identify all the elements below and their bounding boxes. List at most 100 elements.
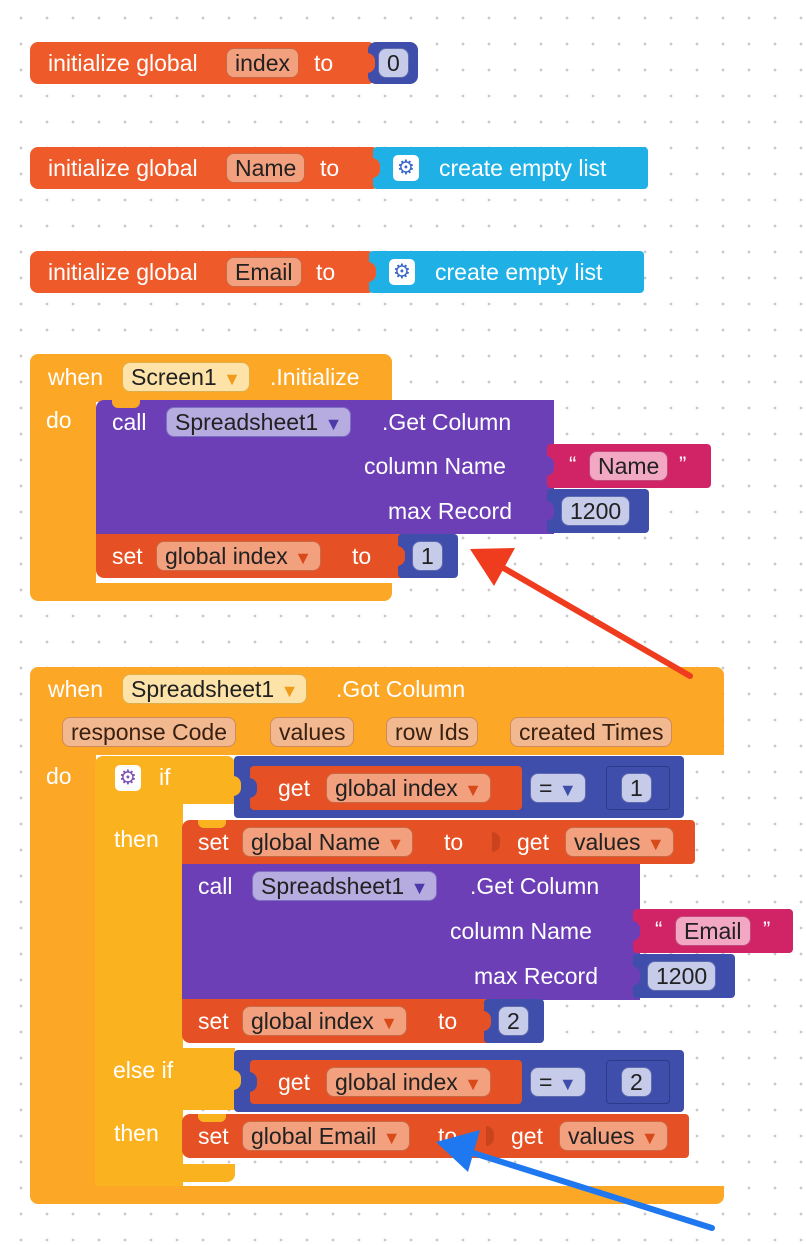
quote-close: ”: [763, 917, 771, 942]
if-block-elseif-row: [95, 1048, 235, 1110]
text-value[interactable]: Name: [589, 451, 669, 481]
set-global-email-block[interactable]: set global Email ▼ to: [182, 1114, 492, 1158]
number-block-0[interactable]: 0: [367, 42, 418, 84]
get-label: get: [278, 775, 310, 801]
init-label: initialize global: [48, 259, 198, 285]
socket-tab: [546, 456, 554, 476]
number-value[interactable]: 2: [498, 1006, 529, 1036]
max-record-label: max Record: [474, 963, 598, 989]
dropdown-triangle-icon: ▼: [640, 1128, 659, 1148]
number-value[interactable]: 1: [412, 541, 443, 571]
set-label: set: [198, 829, 229, 855]
block-notch: [198, 1114, 226, 1122]
operator-dropdown-equals[interactable]: = ▼: [530, 773, 586, 803]
get-global-index-block[interactable]: get global index ▼: [249, 766, 522, 810]
var-name-email[interactable]: Email: [226, 257, 302, 287]
set-global-index-block[interactable]: set global index ▼ to: [182, 999, 492, 1043]
event-name: .Got Column: [336, 676, 466, 702]
number-value[interactable]: 1200: [561, 496, 631, 526]
var-dropdown-values[interactable]: values ▼: [565, 827, 674, 857]
dropdown-triangle-icon: ▼: [380, 1013, 398, 1033]
create-empty-list-block[interactable]: ⚙ create empty list: [368, 251, 644, 293]
to-label: to: [316, 259, 336, 285]
gear-icon[interactable]: ⚙: [115, 765, 141, 791]
then-label: then: [114, 826, 159, 852]
dropdown-triangle-icon: ▼: [382, 1128, 401, 1148]
get-global-index-block[interactable]: get global index ▼: [249, 1060, 522, 1104]
dropdown-triangle-icon: ▼: [386, 834, 405, 854]
list-label: create empty list: [439, 155, 607, 181]
number-block-2[interactable]: 2: [483, 999, 544, 1043]
init-label: initialize global: [48, 50, 198, 76]
set-global-name-block[interactable]: set global Name ▼ to: [182, 820, 500, 864]
init-global-index-block[interactable]: initialize global index to: [30, 42, 376, 84]
number-block-1[interactable]: 1: [606, 766, 670, 810]
get-label: get: [517, 829, 549, 855]
var-name-index[interactable]: index: [226, 48, 299, 78]
get-label: get: [511, 1123, 543, 1149]
var-dropdown-global-index[interactable]: global index ▼: [242, 1006, 407, 1036]
gear-icon[interactable]: ⚙: [389, 259, 415, 285]
number-value[interactable]: 1200: [647, 961, 717, 991]
do-label: do: [46, 407, 72, 433]
get-values-block[interactable]: get values ▼: [486, 1114, 689, 1158]
var-dropdown-global-index[interactable]: global index ▼: [156, 541, 321, 571]
column-name-label: column Name: [364, 453, 506, 479]
param-response-code[interactable]: response Code: [62, 717, 236, 747]
var-name-name[interactable]: Name: [226, 153, 306, 183]
block-notch: [112, 400, 140, 408]
number-value[interactable]: 0: [378, 48, 409, 78]
var-dropdown-global-email[interactable]: global Email ▼: [242, 1121, 410, 1151]
column-name-label: column Name: [450, 918, 592, 944]
event-do-arm: do: [30, 753, 96, 1189]
dropdown-triangle-icon: ▼: [464, 780, 482, 800]
number-block-1200[interactable]: 1200: [632, 954, 735, 998]
socket-tab: [632, 966, 640, 986]
socket-tab: [632, 921, 640, 941]
dropdown-triangle-icon: ▼: [464, 1074, 482, 1094]
param-row-ids[interactable]: row Ids: [386, 717, 479, 747]
method-name: .Get Column: [470, 873, 600, 899]
operator-dropdown-equals[interactable]: = ▼: [530, 1067, 586, 1097]
event-header[interactable]: when Screen1 ▼ .Initialize: [30, 354, 392, 402]
set-global-index-block[interactable]: set global index ▼ to: [96, 534, 406, 578]
number-value[interactable]: 2: [621, 1067, 652, 1097]
when-label: when: [48, 676, 103, 702]
number-block-1200[interactable]: 1200: [546, 489, 649, 533]
component-dropdown-spreadsheet1[interactable]: Spreadsheet1 ▼: [166, 407, 352, 437]
get-values-block[interactable]: get values ▼: [492, 820, 695, 864]
var-dropdown-global-index[interactable]: global index ▼: [326, 773, 491, 803]
text-block-name[interactable]: “ Name ”: [546, 444, 711, 488]
init-global-name-block[interactable]: initialize global Name to: [30, 147, 380, 189]
dropdown-triangle-icon: ▼: [324, 414, 343, 434]
socket-tab: [546, 501, 554, 521]
call-get-column-block[interactable]: call Spreadsheet1 ▼ .Get Column column N…: [182, 864, 640, 1000]
do-label: do: [46, 763, 72, 789]
to-label: to: [438, 1123, 458, 1149]
param-created-times[interactable]: created Times: [510, 717, 673, 747]
socket-tab: [372, 158, 380, 178]
component-dropdown-screen1[interactable]: Screen1 ▼: [122, 362, 250, 392]
number-value[interactable]: 1: [621, 773, 652, 803]
socket-tab: [483, 1011, 491, 1031]
dropdown-triangle-icon: ▼: [280, 681, 299, 701]
init-global-email-block[interactable]: initialize global Email to: [30, 251, 376, 293]
dropdown-triangle-icon: ▼: [558, 1074, 577, 1094]
if-block[interactable]: ⚙ if: [95, 756, 235, 804]
param-values[interactable]: values: [270, 717, 355, 747]
text-block-email[interactable]: “ Email ”: [632, 909, 793, 953]
number-block-1[interactable]: 1: [397, 534, 458, 578]
var-dropdown-values[interactable]: values ▼: [559, 1121, 668, 1151]
var-dropdown-global-name[interactable]: global Name ▼: [242, 827, 414, 857]
if-block-arm: [95, 802, 183, 1186]
call-get-column-block[interactable]: call Spreadsheet1 ▼ .Get Column column N…: [96, 400, 554, 534]
text-value[interactable]: Email: [675, 916, 751, 946]
component-dropdown-spreadsheet1[interactable]: Spreadsheet1 ▼: [252, 871, 438, 901]
component-dropdown-spreadsheet1[interactable]: Spreadsheet1 ▼: [122, 674, 308, 704]
var-dropdown-global-index[interactable]: global index ▼: [326, 1067, 491, 1097]
event-footer: [30, 1186, 724, 1204]
event-header[interactable]: when Spreadsheet1 ▼ .Got Column response…: [30, 667, 724, 755]
create-empty-list-block[interactable]: ⚙ create empty list: [372, 147, 648, 189]
number-block-2[interactable]: 2: [606, 1060, 670, 1104]
gear-icon[interactable]: ⚙: [393, 155, 419, 181]
